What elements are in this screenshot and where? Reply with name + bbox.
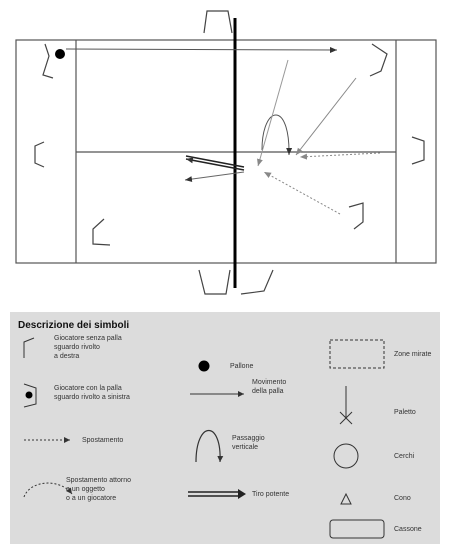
legend-item-label: Zone mirate bbox=[394, 351, 432, 358]
ball-movement-arrow bbox=[295, 77, 357, 156]
vertical-pass-icon bbox=[195, 430, 224, 463]
vertical-pass-arrow bbox=[261, 114, 293, 156]
target-zone-icon bbox=[329, 339, 385, 369]
movement-arrow bbox=[263, 171, 341, 215]
legend-item-label: Spostamento bbox=[82, 437, 124, 444]
power-shot-arrow bbox=[185, 155, 245, 168]
legend-item-label: Cassone bbox=[394, 526, 422, 533]
legend-item-label: Cono bbox=[394, 495, 411, 502]
legend-icons bbox=[23, 337, 385, 539]
movement-arrow bbox=[257, 59, 289, 167]
legend-item-label: Giocatore con la palla sguardo rivolto a… bbox=[54, 385, 130, 401]
player-icon bbox=[348, 202, 364, 230]
legend-item-label: Giocatore senza palla sguardo rivolto a … bbox=[54, 335, 122, 360]
player-icon bbox=[34, 141, 45, 168]
hoop-icon bbox=[333, 443, 359, 469]
player-with-ball-icon bbox=[25, 391, 33, 399]
player-icon bbox=[92, 218, 111, 246]
court-diagram bbox=[15, 10, 437, 295]
player-icon bbox=[369, 43, 388, 77]
ball-icon bbox=[55, 49, 65, 59]
box-icon bbox=[329, 519, 385, 539]
player-icon bbox=[411, 136, 425, 165]
power-shot-arrow bbox=[185, 157, 245, 171]
legend-item-label: Tiro potente bbox=[252, 491, 290, 498]
player-icon bbox=[42, 43, 54, 79]
pole-icon bbox=[339, 411, 353, 425]
legend-item-label: Passaggio verticale bbox=[232, 435, 265, 451]
player-icon bbox=[240, 269, 274, 295]
legend-item-label: Cerchi bbox=[394, 453, 415, 460]
player-no-ball-icon bbox=[23, 337, 35, 358]
ball-movement-arrow bbox=[184, 171, 245, 183]
legend-item-label: Spostamento attorno a un oggetto o a un … bbox=[66, 477, 131, 502]
curved-dashed-arrow-icon bbox=[23, 482, 73, 498]
legend-title: Descrizione dei simboli bbox=[18, 320, 130, 331]
cone-icon bbox=[340, 492, 352, 505]
player-icon bbox=[198, 269, 231, 295]
player-with-ball-icon bbox=[23, 383, 37, 408]
legend-panel: Descrizione dei simboli bbox=[10, 312, 440, 544]
court-outline bbox=[15, 39, 437, 264]
ball-icon bbox=[198, 360, 210, 372]
legend-item-label: Movimento della palla bbox=[252, 379, 287, 395]
power-shot-icon bbox=[238, 489, 246, 499]
movement-arrow bbox=[299, 152, 381, 160]
player-icon bbox=[203, 10, 233, 34]
ball-movement-arrow bbox=[65, 46, 338, 53]
legend-item-label: Paletto bbox=[394, 409, 416, 416]
legend-item-label: Pallone bbox=[230, 363, 254, 370]
